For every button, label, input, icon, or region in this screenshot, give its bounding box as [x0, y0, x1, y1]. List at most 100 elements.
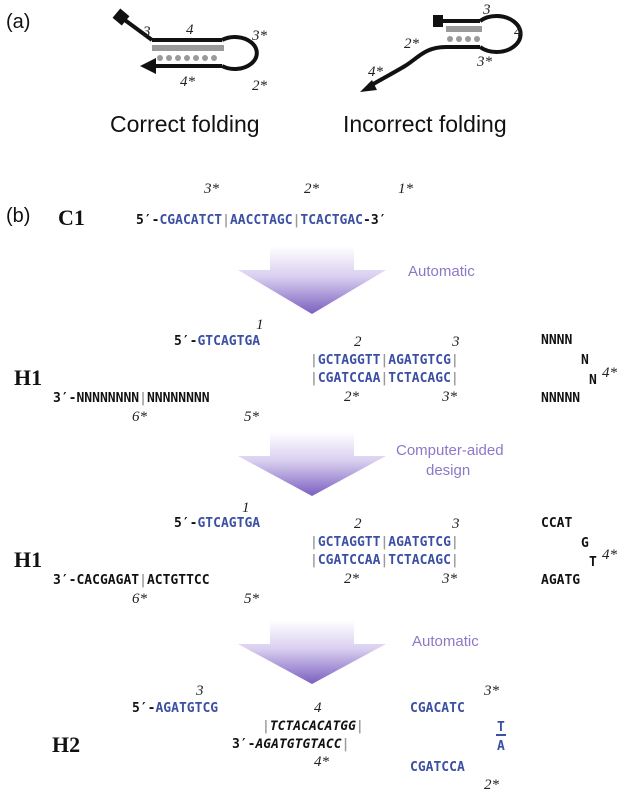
- correct-label-3: 3: [142, 24, 151, 40]
- svg-text:|CGATCCAA|TCTACAGC|: |CGATCCAA|TCTACAGC|: [310, 553, 459, 568]
- h1b-top-5prime: 5′-: [174, 516, 197, 531]
- correct-3prime-arrowhead: [140, 58, 156, 74]
- incorrect-label-4: 4: [514, 24, 522, 40]
- h2-loop-top: CGACATC: [410, 701, 465, 716]
- h1a-bot-6star: NNNNNNNN: [76, 391, 139, 406]
- h1a-mt-sep-1: |: [310, 353, 318, 368]
- correct-5prime-cap: [112, 8, 130, 26]
- h1a-mid-bot-2: CGATCCAA: [318, 371, 381, 386]
- arrow-1-label: Automatic: [408, 263, 475, 280]
- h1b-bot-sep: |: [139, 573, 147, 588]
- h2-top-5prime: 5′-: [132, 701, 155, 716]
- svg-text:3′-NNNNNNNN|NNNNNNNN: 3′-NNNNNNNN|NNNNNNNN: [53, 391, 210, 406]
- incorrect-tail-strand: [368, 45, 480, 88]
- incorrect-hairpin-loop: [478, 14, 523, 54]
- h2-mb-sep: |: [342, 737, 350, 752]
- svg-text:|CGATCCAA|TCTACAGC|: |CGATCCAA|TCTACAGC|: [310, 371, 459, 386]
- h1a-mb-sep-3: |: [451, 371, 459, 386]
- h1a-mt-sep-2: |: [380, 353, 388, 368]
- h1a-mid-top-3: AGATGTCG: [388, 353, 451, 368]
- correct-folding-caption: Correct folding: [110, 111, 260, 137]
- c1-strand: C1 3* 2* 1* 5′-CGACATCT|AACCTAGC|TCACTGA…: [58, 181, 414, 230]
- h1a-loop-top: NNNN: [541, 333, 572, 348]
- h1b-label-4star: 4*: [602, 547, 618, 563]
- h1b-name: H1: [14, 547, 42, 572]
- h1b-label-2star: 2*: [344, 571, 360, 587]
- incorrect-pairing-dots: [447, 36, 480, 42]
- incorrect-label-4star: 4*: [368, 64, 384, 80]
- svg-text:|GCTAGGTT|AGATGTCG|: |GCTAGGTT|AGATGTCG|: [310, 353, 459, 368]
- h2-loop-bot: CGATCCA: [410, 760, 465, 775]
- h1a-label-4star: 4*: [602, 365, 618, 381]
- h1b-mt-sep-2: |: [380, 535, 388, 550]
- correct-label-4star: 4*: [180, 74, 196, 90]
- h2-mid-bot: AGATGTGTACC: [254, 737, 341, 752]
- h1b-mb-sep-3: |: [451, 553, 459, 568]
- c1-sep-1: |: [222, 213, 230, 228]
- h1a-loop-n1: N: [581, 353, 589, 368]
- h1a-loop-n2: N: [589, 373, 597, 388]
- h1b-label-6star: 6*: [132, 591, 148, 607]
- h2-loop-a: A: [497, 739, 505, 754]
- correct-hairpin-loop: [221, 35, 259, 71]
- h1a-bot-5star: NNNNNNNN: [147, 391, 210, 406]
- h1a-loop-bot: NNNNN: [541, 391, 580, 406]
- incorrect-folding-caption: Incorrect folding: [343, 111, 507, 137]
- h1b-label-1: 1: [242, 500, 250, 516]
- h1b-loop-bot: AGATG: [541, 573, 580, 588]
- h2-name: H2: [52, 732, 80, 757]
- correct-label-2star: 2*: [252, 78, 268, 94]
- panel-a-label: (a): [6, 11, 30, 33]
- h1b-mid-bot-3: TCTACAGC: [388, 553, 451, 568]
- h1b-top-seq: GTCAGTGA: [197, 516, 260, 531]
- h2-label-2star: 2*: [484, 777, 500, 793]
- correct-pairing-dots: [157, 55, 217, 61]
- correct-label-4: 4: [186, 22, 194, 38]
- svg-text:3′-AGATGTGTACC|: 3′-AGATGTGTACC|: [232, 737, 349, 752]
- correct-tail-strand: [120, 16, 154, 42]
- h1b-mb-sep-2: |: [380, 553, 388, 568]
- h2-label-4star: 4*: [314, 754, 330, 770]
- h1a-mid-top-2: GCTAGGTT: [318, 353, 381, 368]
- svg-text:5′-GTCAGTGA: 5′-GTCAGTGA: [174, 516, 260, 531]
- arrow-2-label-line1: Computer-aided: [396, 442, 504, 459]
- incorrect-pairing-bar: [446, 26, 482, 32]
- h1b-label-3star: 3*: [441, 571, 458, 587]
- h1a-name: H1: [14, 365, 42, 390]
- h1a-mb-sep-2: |: [380, 371, 388, 386]
- h1a-label-3: 3: [451, 334, 460, 350]
- h1b-bot-6star: CACGAGAT: [76, 573, 139, 588]
- h1-designed-hairpin: 1 5′-GTCAGTGA 2 3 CCAT H1 |GCTAGGTT|AGAT…: [14, 500, 618, 607]
- svg-text:|TCTACACATGG|: |TCTACACATGG|: [262, 719, 364, 734]
- h1a-label-5star: 5*: [244, 409, 260, 425]
- c1-label-1star: 1*: [398, 181, 414, 197]
- incorrect-3prime-arrowhead: [360, 80, 377, 92]
- h2-mid-top: TCTACACATGG: [270, 719, 356, 734]
- c1-seg-2star: AACCTAGC: [230, 213, 293, 228]
- h1b-mt-sep-1: |: [310, 535, 318, 550]
- h2-label-3: 3: [195, 683, 204, 699]
- c1-5prime: 5′-: [136, 213, 159, 228]
- h1b-label-5star: 5*: [244, 591, 260, 607]
- h1b-label-2: 2: [354, 516, 362, 532]
- incorrect-label-2star: 2*: [404, 36, 420, 52]
- arrow-computer-aided: [238, 432, 386, 496]
- c1-sep-2: |: [293, 213, 301, 228]
- arrow-2-label-line2: design: [426, 462, 470, 479]
- correct-pairing-bar: [152, 45, 224, 51]
- h1a-top-seq: GTCAGTGA: [197, 334, 260, 349]
- h1b-loop-g: G: [581, 536, 589, 551]
- h1a-top-5prime: 5′-: [174, 334, 197, 349]
- h1b-mid-top-3: AGATGTCG: [388, 535, 451, 550]
- c1-seg-1star: TCACTGAC: [300, 213, 363, 228]
- c1-label-3star: 3*: [203, 181, 220, 197]
- h2-top-seq: AGATGTCG: [155, 701, 218, 716]
- h2-bot-3prime: 3′-: [232, 737, 255, 752]
- c1-name: C1: [58, 205, 85, 230]
- h2-loop-t: T: [497, 720, 505, 735]
- incorrect-5prime-cap: [433, 15, 443, 27]
- h1b-mid-bot-2: CGATCCAA: [318, 553, 381, 568]
- h1b-loop-top: CCAT: [541, 516, 572, 531]
